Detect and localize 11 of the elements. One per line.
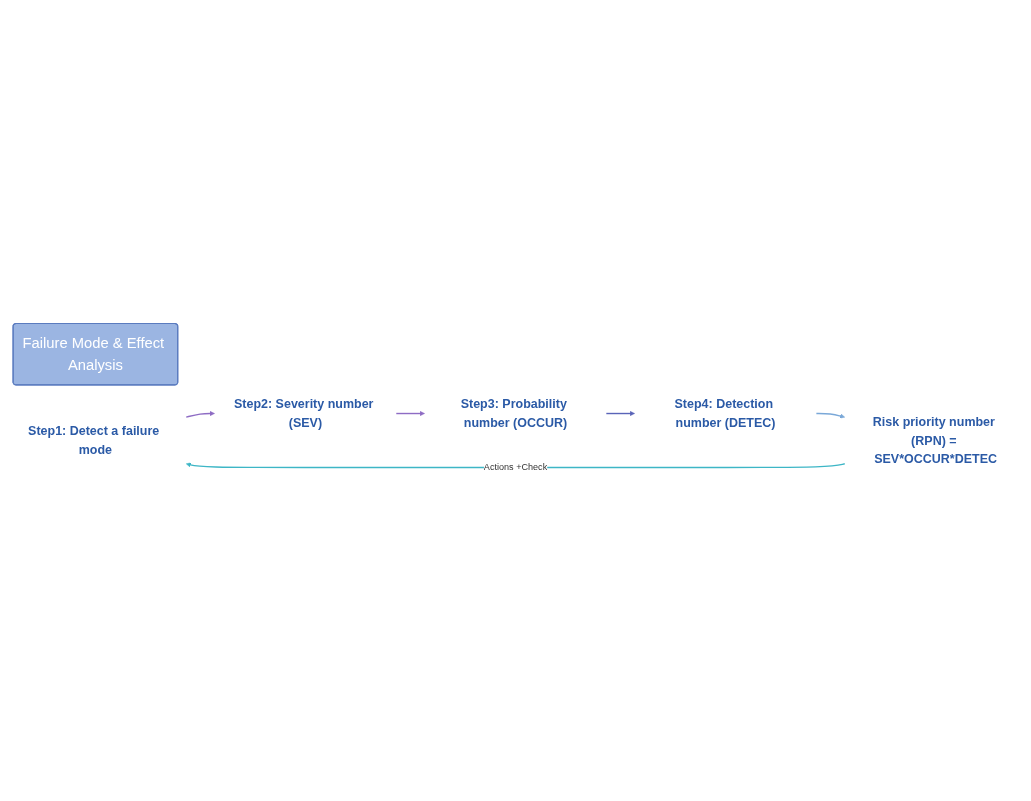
edge-label: Actions +Check — [483, 462, 548, 473]
node-text: Step1: Detect a failure mode — [28, 424, 160, 458]
arrow — [185, 411, 215, 419]
node-text: Step3: Probability number (OCCUR) — [460, 397, 568, 431]
node-text: Step4: Detection number (DETEC) — [674, 397, 776, 431]
node-text: Risk priority number (RPN) = SEV*OCCUR*DETEC — [872, 414, 997, 467]
arrow — [605, 411, 635, 417]
arrow — [186, 462, 846, 469]
arrow — [395, 411, 425, 417]
node-text: Step2: Severity number (SEV) — [233, 397, 374, 431]
arrow — [815, 413, 845, 419]
